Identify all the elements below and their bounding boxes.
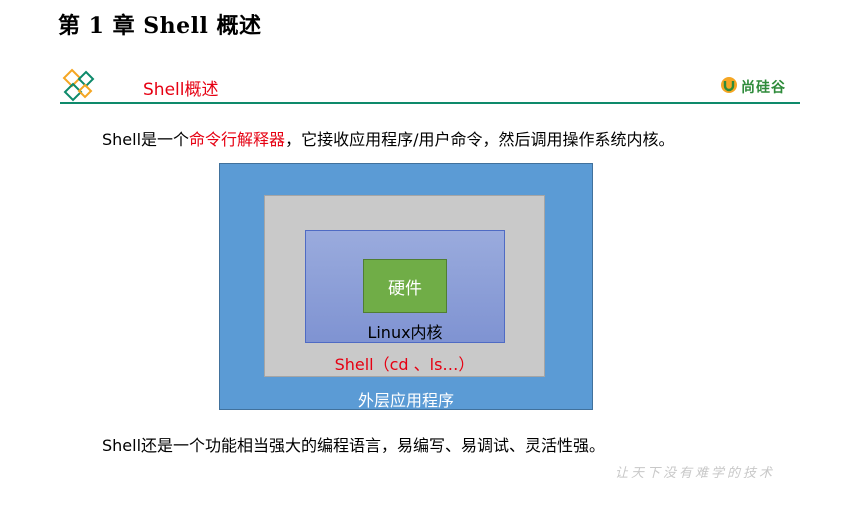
summary-paragraph: Shell还是一个功能相当强大的编程语言，易编写、易调试、灵活性强。 xyxy=(102,436,606,455)
kernel-label: Linux内核 xyxy=(367,323,443,342)
intro-prefix: Shell是一个 xyxy=(102,130,190,149)
brand-logo: 尚硅谷 xyxy=(720,76,786,98)
atguigu-logo-icon xyxy=(720,76,738,98)
intro-suffix: ，它接收应用程序/用户命令，然后调用操作系统内核。 xyxy=(285,130,675,149)
shell-label: Shell（cd 、ls…） xyxy=(334,355,475,374)
header-divider xyxy=(60,102,800,104)
slogan-watermark: 让天下没有难学的技术 xyxy=(615,466,776,481)
section-header: Shell概述 尚硅谷 xyxy=(60,68,800,104)
hardware-box: 硬件 xyxy=(363,259,447,313)
section-title: Shell概述 xyxy=(143,80,219,100)
outer-application-label: 外层应用程序 xyxy=(357,391,454,410)
intro-paragraph: Shell是一个命令行解释器，它接收应用程序/用户命令，然后调用操作系统内核。 xyxy=(102,126,674,150)
brand-name: 尚硅谷 xyxy=(741,80,786,96)
intro-highlight: 命令行解释器 xyxy=(189,130,286,149)
chapter-title: 第 1 章 Shell 概述 xyxy=(58,13,262,39)
